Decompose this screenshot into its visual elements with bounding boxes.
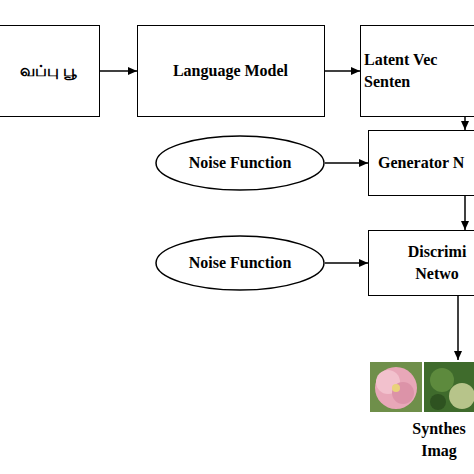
process-box: வப்பு பூ (0, 25, 100, 117)
image-caption: Synthes Imag (400, 418, 474, 462)
process-box: Discrimi Netwo (368, 230, 474, 296)
node-label: Discrimi Netwo (397, 241, 474, 285)
node-label: Language Model (138, 60, 323, 82)
node-label: Generator N (378, 152, 474, 174)
process-box: Latent Vec Senten (360, 25, 474, 117)
noise-ellipse: Noise Function (155, 235, 325, 291)
process-box: Generator N (368, 130, 474, 196)
node-label: Noise Function (155, 252, 325, 274)
flow-arrow (325, 262, 368, 264)
flow-arrow (325, 162, 368, 164)
flow-arrow (464, 117, 466, 130)
flow-arrow (464, 196, 466, 230)
flower-images (370, 362, 474, 414)
flow-arrow (100, 70, 137, 72)
process-box: Language Model (137, 25, 325, 117)
noise-ellipse: Noise Function (155, 135, 325, 191)
node-label: Noise Function (155, 152, 325, 174)
output-images: Synthes Imag (370, 360, 474, 472)
node-label: வப்பு பூ (0, 60, 89, 82)
flow-arrow (457, 296, 459, 360)
node-label: Latent Vec Senten (364, 49, 472, 93)
flow-arrow (325, 70, 360, 72)
